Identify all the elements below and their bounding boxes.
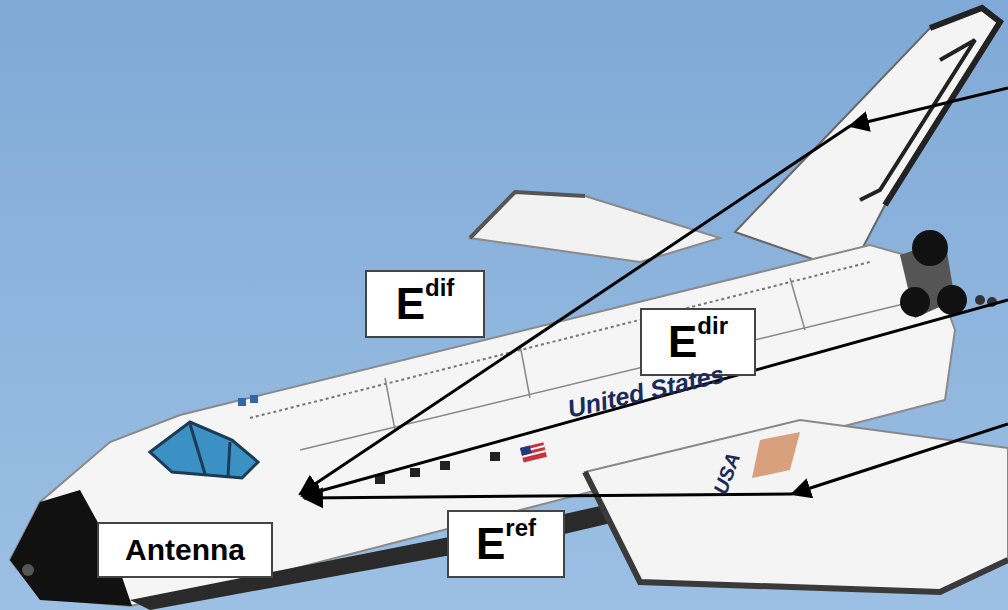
label-box: Eref: [447, 510, 565, 578]
far-wing-edge: [470, 192, 585, 238]
reflected-ray: [304, 494, 792, 498]
label-box: Edif: [365, 270, 485, 338]
window-small: [238, 398, 246, 406]
near-wing-edge: [585, 472, 1008, 592]
window-frame: [228, 442, 230, 476]
near-wing: [585, 420, 1008, 592]
far-wing: [470, 192, 720, 262]
main-engine: [912, 230, 948, 266]
cockpit-window: [150, 422, 258, 478]
tail-fin-edge: [885, 8, 1000, 205]
bay-door-seam: [790, 278, 805, 330]
flag-stripes: [520, 442, 547, 462]
field-subscript: dir: [697, 312, 728, 340]
diffracted-ray: [300, 126, 850, 494]
rcs-port: [975, 295, 985, 305]
field-symbol: E: [396, 279, 425, 329]
side-window: [490, 452, 500, 461]
label-box: Antenna: [97, 522, 273, 578]
side-window: [410, 468, 420, 477]
incident-ray: [792, 424, 1008, 494]
wing-flag: [752, 432, 800, 478]
window-frame: [190, 424, 205, 474]
payload-bay-line: [250, 262, 870, 418]
field-subscript: ref: [505, 514, 536, 542]
bay-door-seam: [385, 378, 395, 430]
main-engine: [937, 285, 967, 315]
incident-ray: [850, 88, 1008, 126]
field-symbol: E: [668, 317, 697, 367]
field-symbol: Antenna: [125, 533, 245, 567]
tail-fin: [735, 8, 1000, 272]
nose-light: [22, 564, 34, 576]
window-small: [250, 395, 258, 403]
flag: [520, 442, 547, 462]
side-window: [440, 461, 450, 470]
flag-canton: [520, 446, 532, 456]
field-subscript: dif: [425, 274, 454, 302]
field-symbol: E: [476, 519, 505, 569]
bay-door-seam: [520, 345, 530, 398]
main-engine: [900, 287, 930, 317]
